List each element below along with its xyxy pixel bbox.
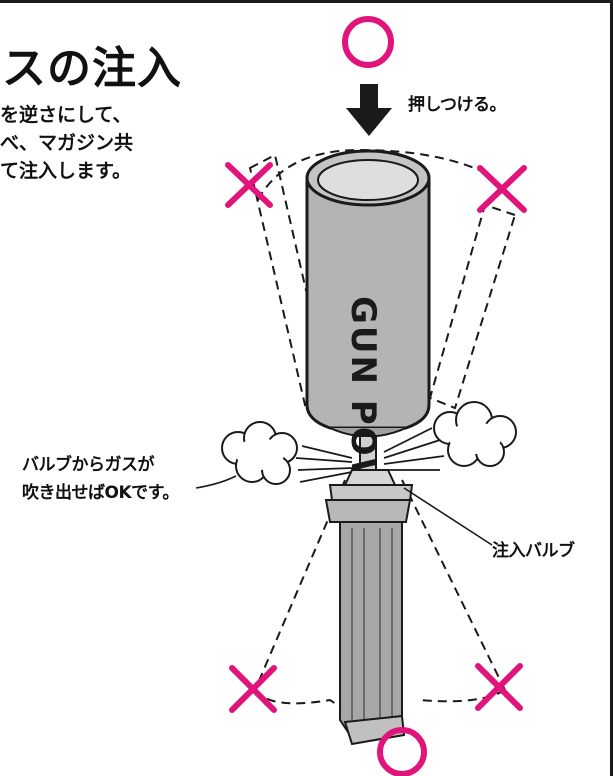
valve-gas-label-line-1: バルブからガスが — [22, 455, 155, 475]
press-arrow — [346, 84, 392, 136]
tilt-guide-upper — [257, 148, 491, 201]
frame-top-border — [0, 0, 613, 3]
marks — [225, 16, 527, 776]
press-label: 押しつける。 — [408, 95, 506, 115]
intro-line-1: を逆さにして、 — [0, 104, 132, 126]
magazine — [324, 469, 414, 746]
press-arrow-shaft — [360, 84, 378, 110]
tilted-can-guide-right — [428, 203, 517, 410]
inject-valve-label: 注入バルブ — [492, 541, 575, 561]
tilt-guide-magazine-right — [401, 479, 506, 691]
ng-mark-bottom-left — [229, 665, 277, 713]
press-arrow-head — [346, 108, 392, 136]
leader-lines — [195, 475, 493, 546]
frame-right-border — [610, 0, 613, 776]
ok-mark-top — [342, 16, 394, 68]
intro-line-3: て注入します。 — [0, 160, 132, 182]
gas-spray-lines — [295, 427, 445, 483]
ng-mark-top-right — [477, 165, 527, 213]
magazine-upper-block — [324, 499, 412, 523]
valve-leader-line — [195, 475, 237, 489]
tilt-guide-bottom-right — [419, 689, 506, 703]
inject-valve-leader-line — [403, 487, 493, 546]
gas-puff-right — [433, 401, 517, 467]
valve-gas-label-line-2: 吹き出せばOKです。 — [22, 483, 179, 503]
intro-line-2: べ、マガジン共 — [0, 132, 134, 154]
intro-text: を逆さにして、 べ、マガジン共 て注入します。 — [0, 101, 133, 185]
gas-can-top-recess — [317, 159, 419, 201]
magazine-top-plate — [328, 484, 414, 501]
magazine-valve-bump — [343, 469, 397, 486]
ng-mark-top-left — [225, 162, 273, 208]
gas-puffs — [221, 401, 517, 485]
ng-mark-bottom-right — [475, 663, 523, 711]
section-heading: スの注入 — [2, 43, 182, 94]
ok-mark-bottom — [377, 727, 427, 776]
gas-puff-left — [221, 421, 298, 485]
